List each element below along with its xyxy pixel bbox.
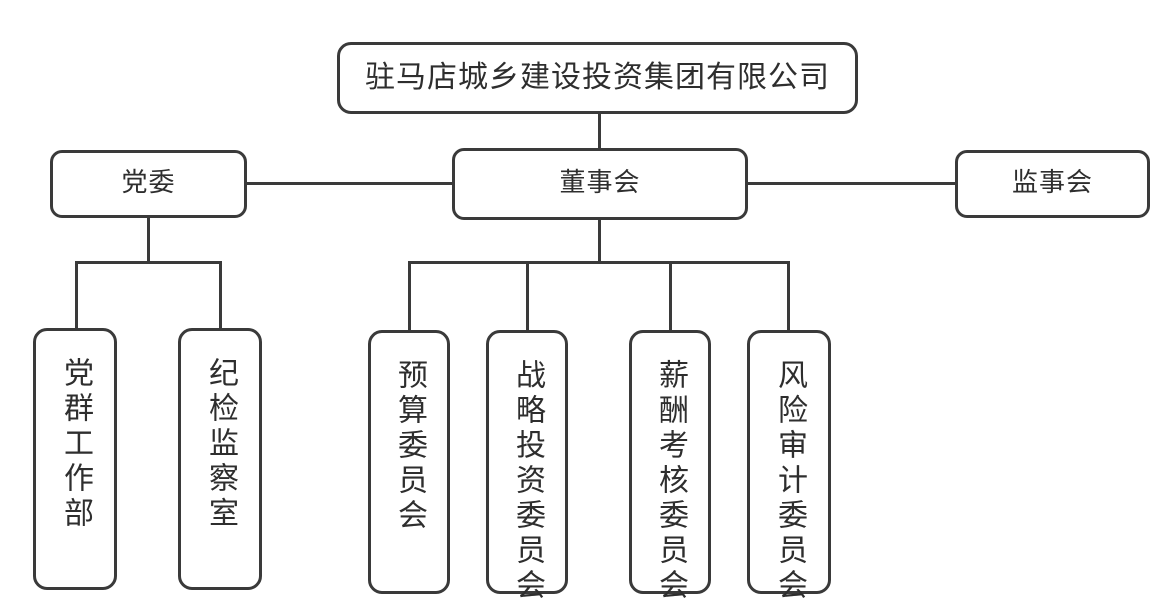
node-compensation-appraisal-committee-label: 薪酬考核委员会 [653,359,688,604]
connector-board-child-1 [408,261,411,330]
node-party-mass-work-department-label: 党群工作部 [58,357,93,532]
connector-board-child-2 [526,261,529,330]
node-party-mass-work-department[interactable]: 党群工作部 [33,328,117,590]
node-risk-audit-committee-label: 风险审计委员会 [772,359,807,604]
node-root[interactable]: 驻马店城乡建设投资集团有限公司 [337,42,858,114]
node-discipline-inspection-office[interactable]: 纪检监察室 [178,328,262,590]
connector-board-drop [598,220,601,264]
node-strategic-investment-committee[interactable]: 战略投资委员会 [486,330,568,604]
connector-party-to-board [247,182,452,185]
node-root-label: 驻马店城乡建设投资集团有限公司 [365,59,830,95]
connector-root-to-board [598,114,601,150]
connector-party-bus [75,261,222,264]
node-board-of-supervisors[interactable]: 监事会 [955,150,1150,218]
node-party-committee-label: 党委 [121,168,176,199]
connector-party-child-2 [219,261,222,328]
connector-party-child-1 [75,261,78,328]
node-strategic-investment-committee-label: 战略投资委员会 [510,359,545,604]
connector-board-bus [408,261,790,264]
connector-board-child-4 [787,261,790,330]
node-board-of-directors-label: 董事会 [559,168,641,199]
node-party-committee[interactable]: 党委 [50,150,247,218]
node-budget-committee[interactable]: 预算委员会 [368,330,450,594]
connector-board-child-3 [669,261,672,330]
connector-board-to-supervisor [748,182,955,185]
node-board-of-supervisors-label: 监事会 [1011,168,1093,199]
connector-party-drop [147,218,150,264]
node-risk-audit-committee[interactable]: 风险审计委员会 [747,330,831,604]
node-budget-committee-label: 预算委员会 [392,359,427,534]
node-compensation-appraisal-committee[interactable]: 薪酬考核委员会 [629,330,711,604]
node-board-of-directors[interactable]: 董事会 [452,148,748,220]
node-discipline-inspection-office-label: 纪检监察室 [203,357,238,532]
